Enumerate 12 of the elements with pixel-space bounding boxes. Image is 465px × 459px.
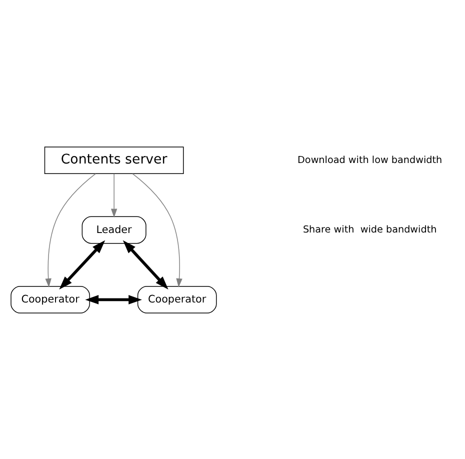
arrow <box>110 173 118 218</box>
node-box: Cooperator <box>10 285 90 313</box>
node-box: Leader <box>82 216 146 244</box>
arrow <box>132 172 182 287</box>
legend-label: Download with low bandwidth <box>298 154 442 166</box>
arrow <box>59 240 106 289</box>
arrow <box>45 172 96 287</box>
node-box: Cooperator <box>137 285 217 313</box>
node-box: Contents server <box>44 146 184 174</box>
legend-label: Share with wide bandwidth <box>302 224 437 236</box>
arrow <box>85 294 142 304</box>
arrow <box>122 240 168 289</box>
